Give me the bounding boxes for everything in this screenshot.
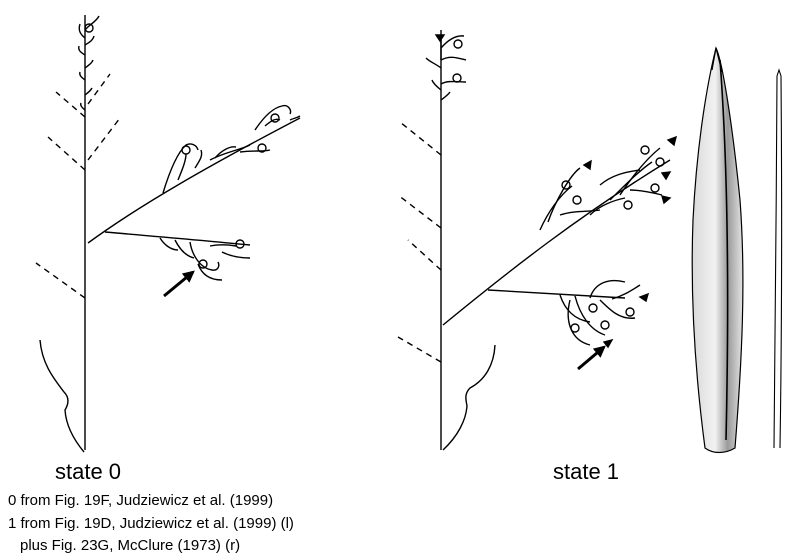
- state1-branch-lower: [488, 290, 625, 298]
- state0-upper-spikelets: [163, 106, 300, 193]
- state1-top-cluster: [426, 35, 466, 100]
- state1-caption: state 1: [553, 459, 620, 484]
- credit-line-1: 0 from Fig. 19F, Judziewicz et al. (1999…: [8, 492, 274, 509]
- state1-lower-spikelets: [560, 281, 648, 347]
- state0-dashed-branches: [36, 74, 120, 298]
- state1-dashed-branches: [398, 122, 441, 362]
- state0-top-cluster: [79, 16, 99, 110]
- state0-branch-lower: [105, 232, 250, 245]
- bristle-left-edge: [774, 76, 777, 448]
- credit-line-2: 1 from Fig. 19D, Judziewicz et al. (1999…: [8, 515, 294, 532]
- state1-arrow: [578, 345, 606, 369]
- state0-sheath: [40, 340, 84, 452]
- state0-arrow: [164, 270, 195, 296]
- state0-drawing: [36, 15, 300, 452]
- state1-upper-spikelets: [540, 137, 676, 230]
- state0-branch-upper: [88, 118, 300, 243]
- leaf-blade: [692, 48, 743, 453]
- leaf-tip: [712, 48, 722, 72]
- state1-bristle-drawing: [774, 70, 782, 448]
- bristle-right-edge: [780, 76, 782, 448]
- state1-drawing: [398, 30, 676, 450]
- credit-line-3: plus Fig. 23G, McClure (1973) (r): [20, 537, 241, 554]
- state0-caption: state 0: [55, 459, 122, 484]
- state1-branch-upper: [443, 160, 670, 325]
- leaf-midrib: [720, 60, 728, 440]
- state1-sheath: [443, 345, 495, 450]
- state1-leaf-drawing: [692, 48, 743, 453]
- state0-lower-spikelets: [160, 238, 250, 280]
